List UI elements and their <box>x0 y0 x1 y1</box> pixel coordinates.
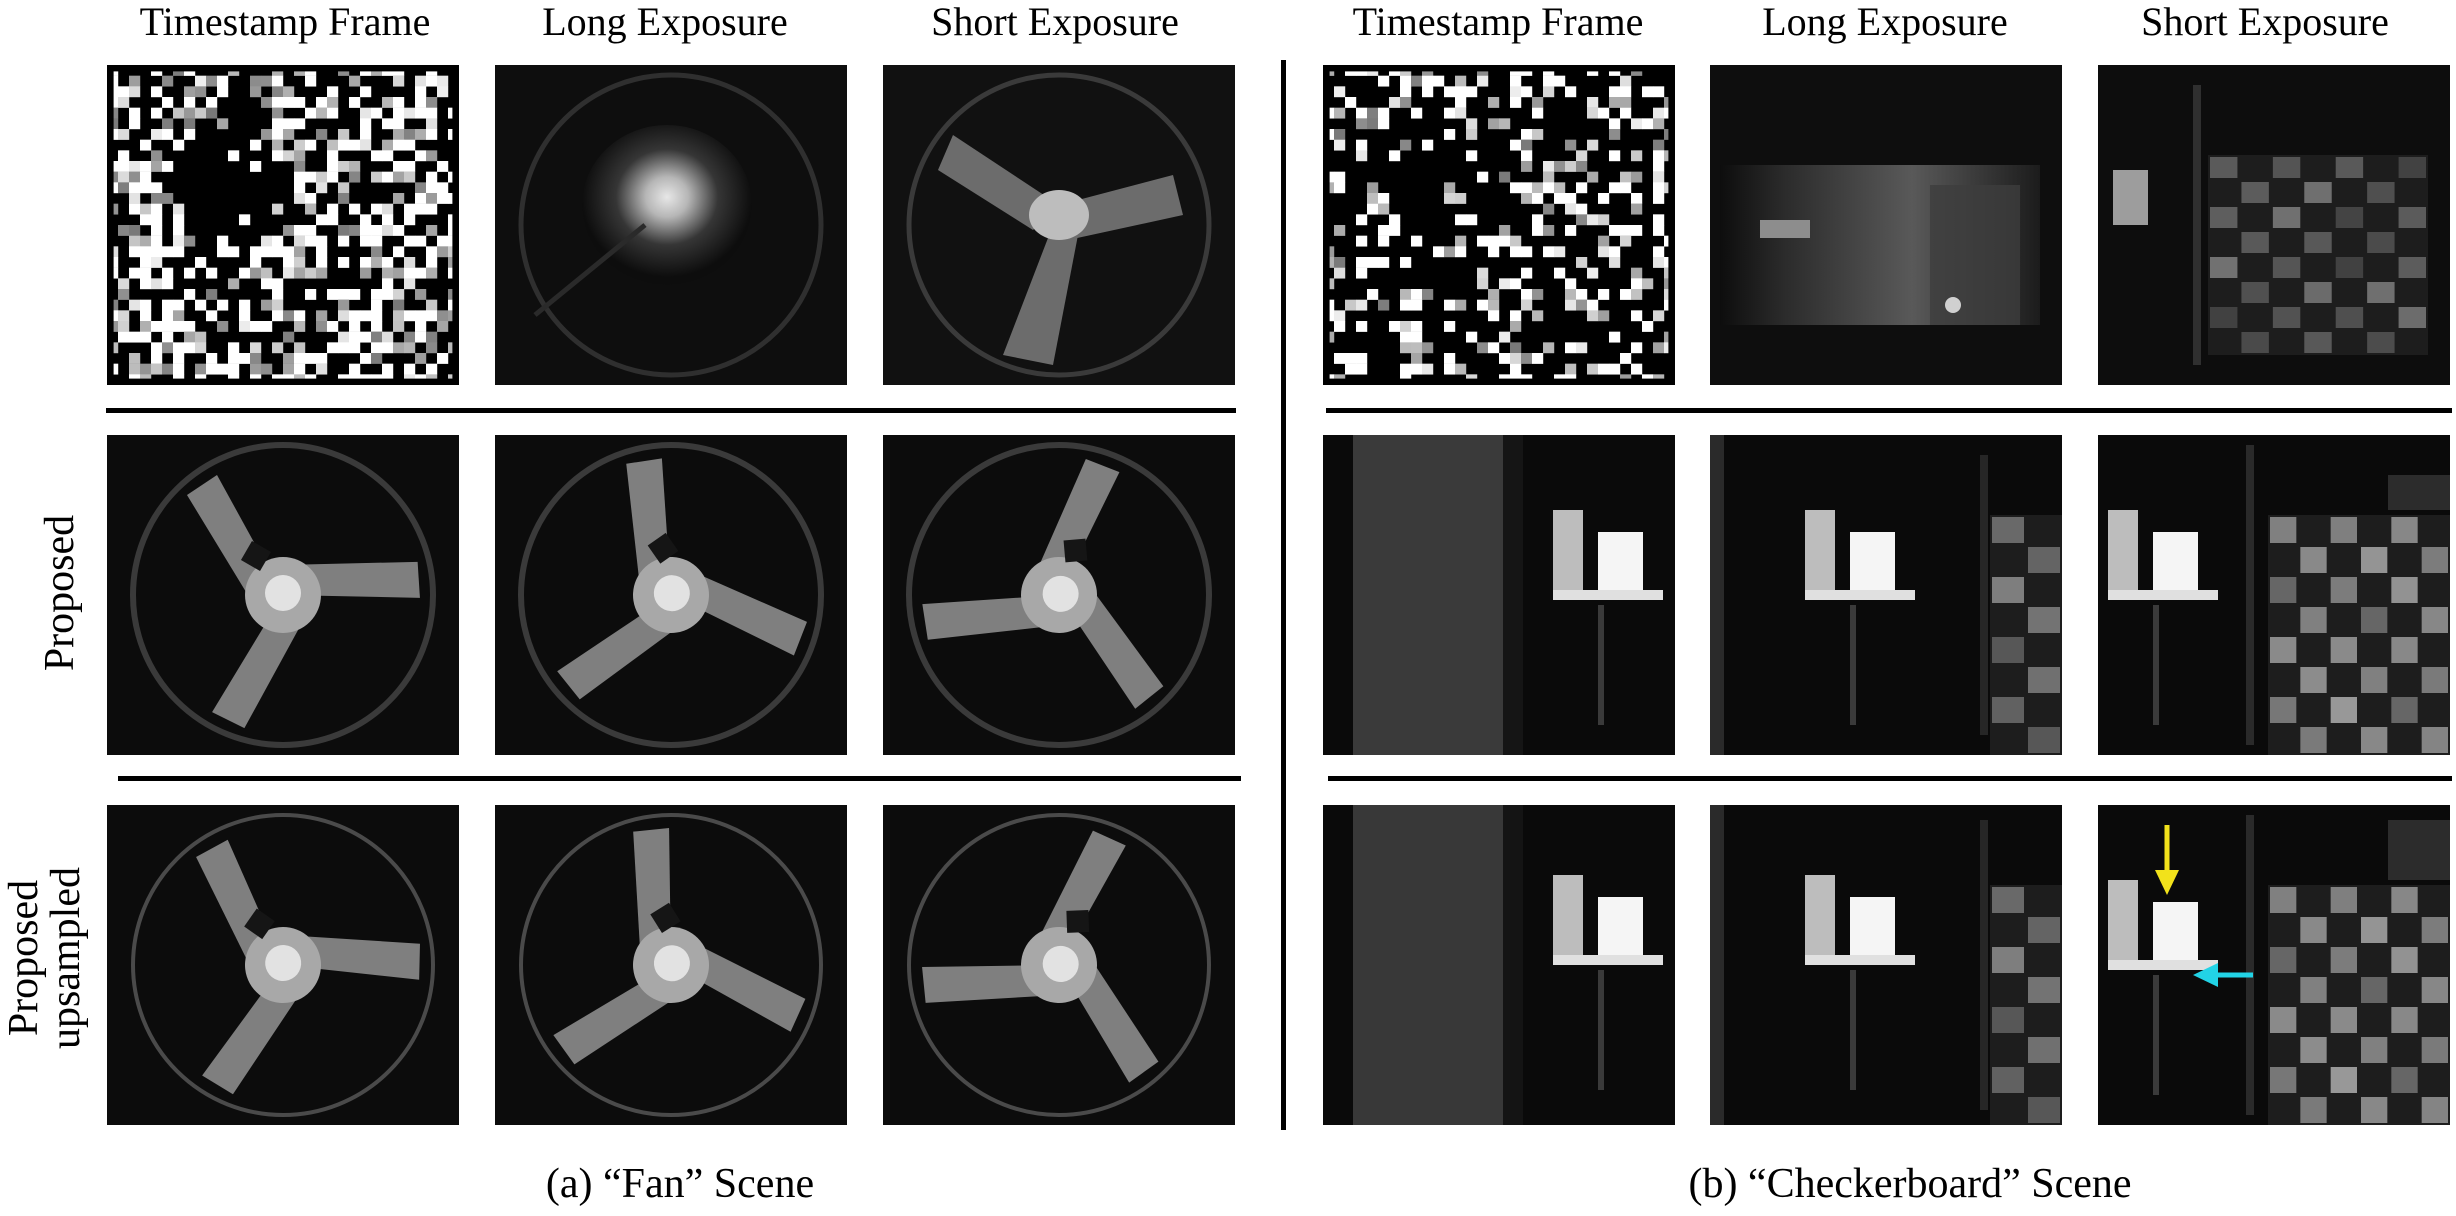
checker-grid <box>2268 885 2450 1125</box>
fan-col-label-long: Long Exposure <box>542 0 788 44</box>
checker-col-label-timestamp: Timestamp Frame <box>1352 0 1644 44</box>
left-arrow-icon <box>2193 963 2253 987</box>
caption-fan-scene: (a) “Fan” Scene <box>545 1161 815 1207</box>
lamp-fixture <box>1553 510 1663 725</box>
checker-upsampled-long-image <box>1710 805 2062 1125</box>
checker-proposed-short-image <box>2098 435 2450 755</box>
row-label-upsampled-line2: upsampled <box>43 867 89 1049</box>
checker-proposed-timestamp-image <box>1323 435 1675 755</box>
fan-render <box>107 435 459 755</box>
noise-pattern <box>107 65 459 385</box>
fan-render <box>495 435 847 755</box>
fan-col-label-timestamp: Timestamp Frame <box>139 0 431 44</box>
row-label-proposed-upsampled: Proposed upsampled <box>1 838 89 1078</box>
lamp-fixture <box>2108 510 2218 725</box>
lamp-fixture <box>1553 875 1663 1090</box>
checker-grid <box>2208 155 2428 355</box>
noise-pattern <box>1323 65 1675 385</box>
fan-row-separator-2 <box>118 776 1241 781</box>
fan-render <box>107 805 459 1125</box>
fan-row-separator-1 <box>106 408 1236 413</box>
checker-grid <box>1990 515 2062 755</box>
checker-grid <box>1990 885 2062 1125</box>
fan-upsampled-timestamp-image <box>107 805 459 1125</box>
panel-divider <box>1281 60 1286 1130</box>
lamp-fixture <box>1805 510 1915 725</box>
fan-render <box>495 805 847 1125</box>
fan-short-exposure-image <box>883 65 1235 385</box>
row-label-upsampled-line1: Proposed <box>1 879 47 1037</box>
lamp-fixture <box>2108 880 2218 1095</box>
checker-col-label-long: Long Exposure <box>1762 0 2008 44</box>
checker-upsampled-short-image <box>2098 805 2450 1125</box>
fan-render <box>883 435 1235 755</box>
checker-long-exposure-image <box>1710 65 2062 385</box>
fan-render <box>883 805 1235 1125</box>
fan-proposed-timestamp-image <box>107 435 459 755</box>
fan-proposed-short-image <box>883 435 1235 755</box>
lamp-fixture <box>1805 875 1915 1090</box>
fan-long-exposure-image <box>495 65 847 385</box>
fan-col-label-short: Short Exposure <box>931 0 1179 44</box>
checker-row-separator-2 <box>1328 776 2452 781</box>
checker-grid <box>2268 515 2450 755</box>
fan-timestamp-frame-image <box>107 65 459 385</box>
checker-col-label-short: Short Exposure <box>2141 0 2389 44</box>
fan-upsampled-short-image <box>883 805 1235 1125</box>
caption-checkerboard-scene: (b) “Checkerboard” Scene <box>1688 1161 2132 1207</box>
row-label-proposed: Proposed <box>37 514 83 672</box>
checker-upsampled-timestamp-image <box>1323 805 1675 1125</box>
down-arrow-icon <box>2155 825 2179 895</box>
checker-proposed-long-image <box>1710 435 2062 755</box>
fan-upsampled-long-image <box>495 805 847 1125</box>
checker-short-exposure-image <box>2098 65 2450 385</box>
checker-timestamp-frame-image <box>1323 65 1675 385</box>
checker-row-separator-1 <box>1326 408 2452 413</box>
fan-proposed-long-image <box>495 435 847 755</box>
